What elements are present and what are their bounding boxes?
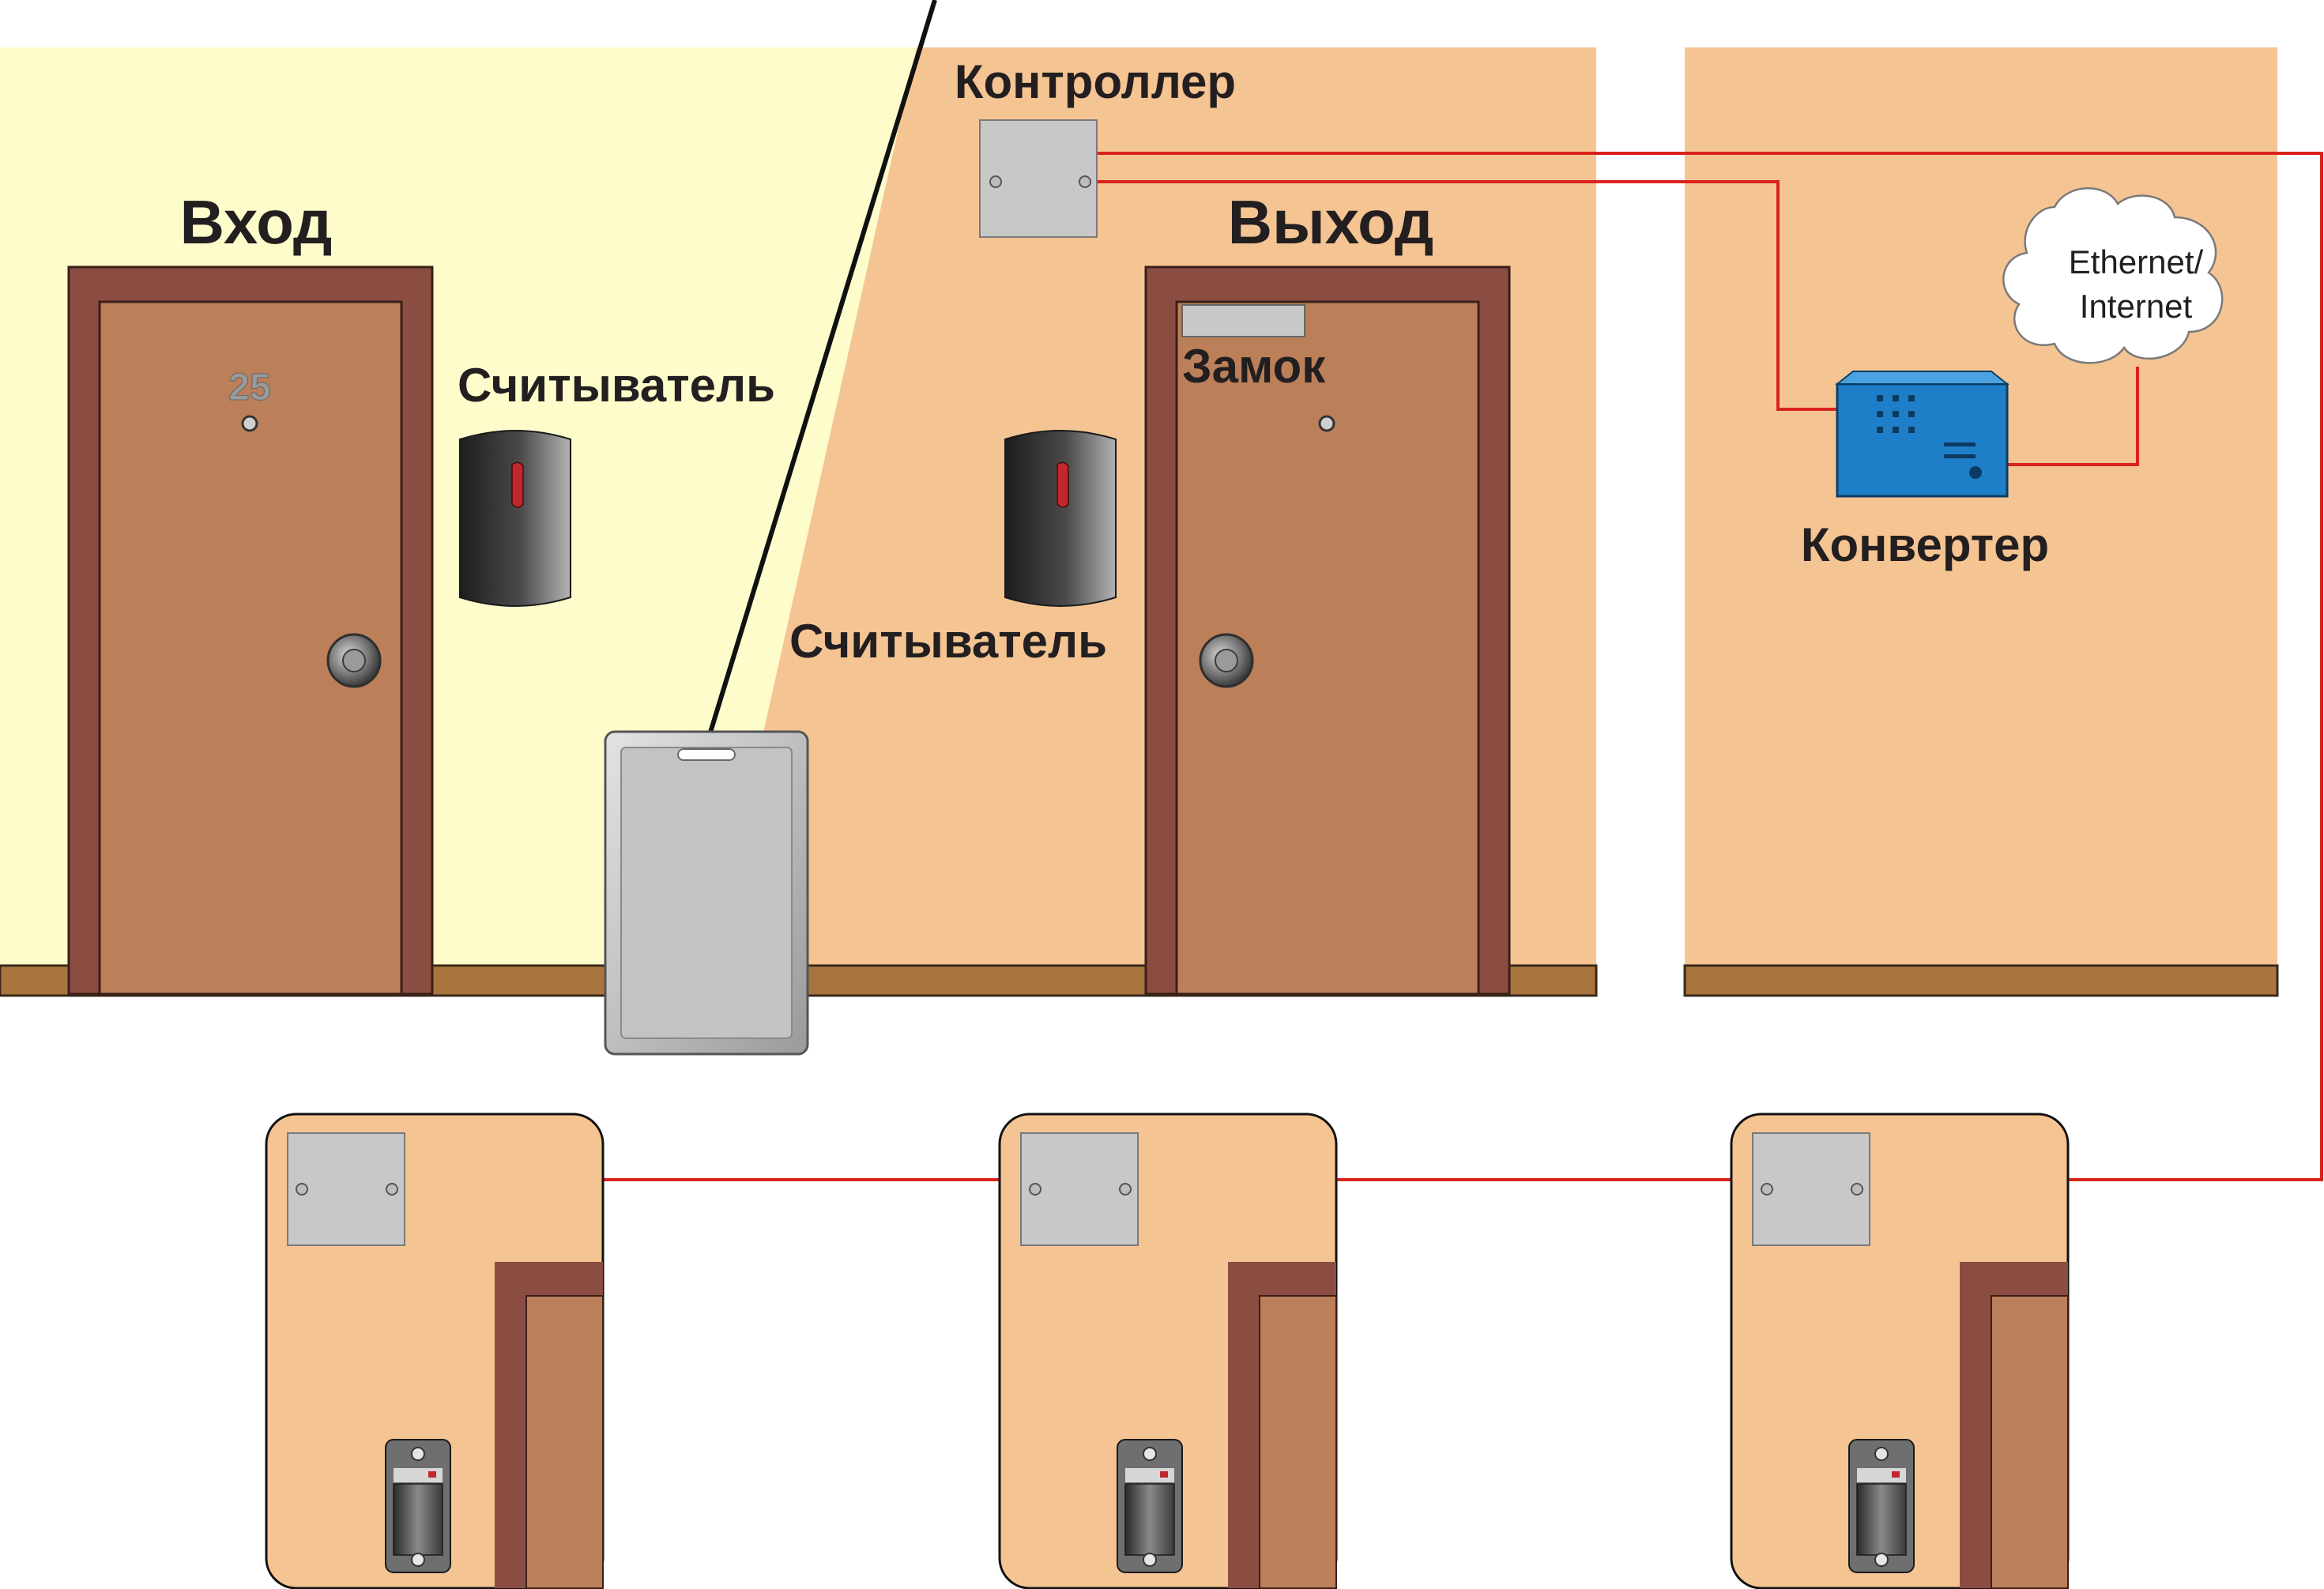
proximity-reader-icon[interactable] [459, 430, 571, 607]
entrance-door: 25 [67, 265, 434, 996]
door-knob-center [1215, 649, 1238, 672]
labels: Вход Выход Контроллер Считыватель Считыв… [180, 55, 2204, 668]
label-controller: Контроллер [955, 55, 1236, 108]
room-panel [265, 1113, 605, 1589]
exit-door [1144, 265, 1511, 996]
label-lock: Замок [1182, 340, 1326, 393]
proximity-reader-icon[interactable] [1848, 1439, 1915, 1573]
baseboard-server-room [1683, 964, 2279, 997]
room-panel-door-leaf [525, 1295, 604, 1589]
room-panel-door-leaf [1991, 1295, 2069, 1589]
peephole-icon [241, 415, 258, 432]
proximity-reader-icon[interactable] [1117, 1439, 1183, 1573]
wire-controller-to-converter [1097, 180, 1837, 411]
label-exit: Выход [1228, 187, 1434, 257]
wire-controller-to-bus [1097, 152, 2323, 1181]
converter-device-icon[interactable] [1835, 371, 2009, 498]
label-reader-left: Считыватель [458, 359, 775, 412]
proximity-reader-icon[interactable] [1004, 430, 1117, 607]
door-number: 25 [228, 367, 270, 409]
cloud-label-line2: Internet [2080, 288, 2193, 325]
room-panel [1730, 1113, 2070, 1589]
label-converter: Конвертер [1801, 518, 2049, 571]
controller-box-icon[interactable] [1752, 1132, 1870, 1246]
room-panel [998, 1113, 1338, 1589]
peephole-icon [1318, 415, 1335, 432]
label-reader-right: Считыватель [789, 615, 1107, 668]
wire-converter-to-cloud [2007, 367, 2139, 466]
proximity-reader-icon[interactable] [385, 1439, 451, 1573]
controller-box-icon[interactable] [1020, 1132, 1139, 1246]
room-panel-door-leaf [1259, 1295, 1337, 1589]
door-knob-center [342, 649, 366, 672]
server-room-wall [1685, 47, 2277, 966]
controller-box-icon[interactable] [287, 1132, 405, 1246]
door-lock-icon [1181, 304, 1305, 337]
zone-divider-line [707, 0, 937, 736]
cloud-label-line1: Ethernet/ [2069, 243, 2204, 281]
access-card-icon[interactable] [604, 730, 809, 1056]
label-entrance: Вход [180, 187, 333, 257]
controller-box-icon[interactable] [979, 119, 1098, 238]
cloud-icon [2002, 186, 2224, 364]
